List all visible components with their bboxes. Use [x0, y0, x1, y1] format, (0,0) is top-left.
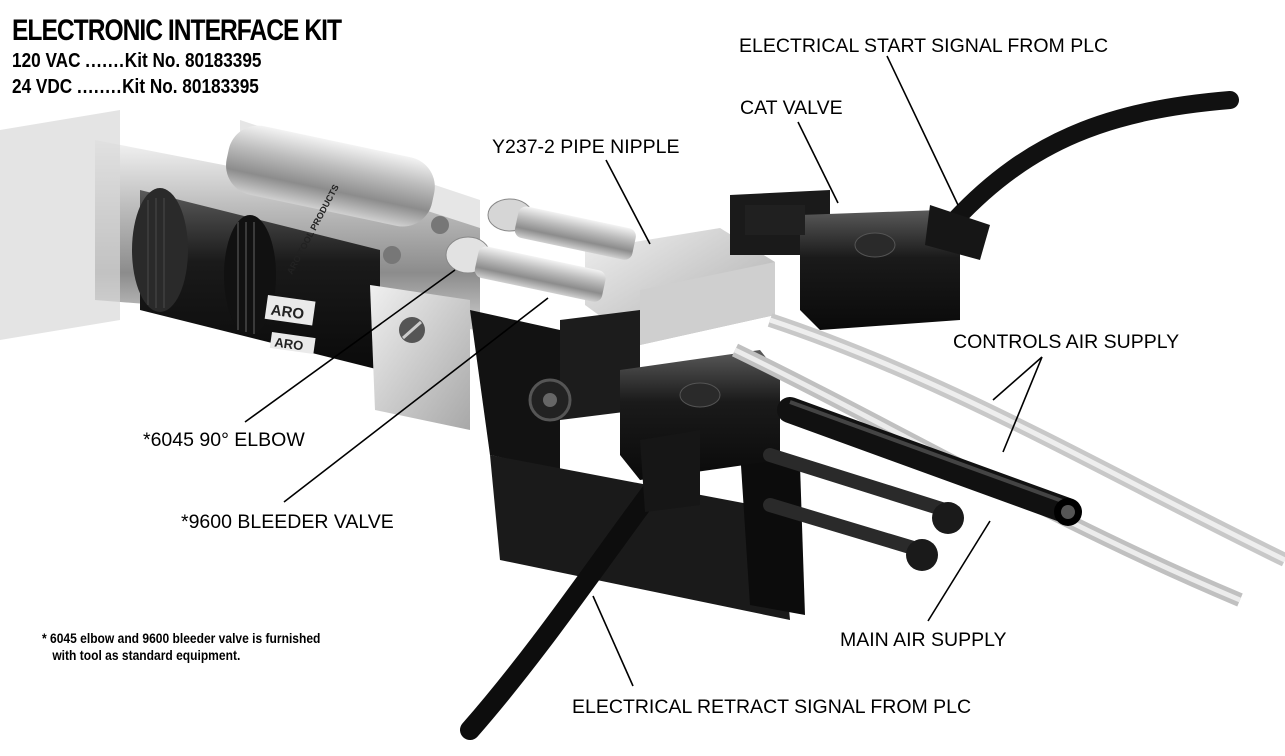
- callout-bleeder: *9600 BLEEDER VALVE: [181, 511, 394, 533]
- callout-cat-valve: CAT VALVE: [740, 97, 843, 119]
- kit-voltage: 24 VDC: [12, 76, 73, 98]
- air-hoses: [731, 313, 1285, 607]
- callout-controls-air: CONTROLS AIR SUPPLY: [953, 331, 1180, 353]
- title-block: ELECTRONIC INTERFACE KIT 120 VAC .......…: [12, 14, 413, 100]
- fittings: [383, 198, 636, 302]
- callout-pipe-nipple: Y237-2 PIPE NIPPLE: [492, 136, 680, 158]
- callout-elbow: *6045 90° ELBOW: [143, 429, 305, 451]
- footnote: * 6045 elbow and 9600 bleeder valve is f…: [42, 630, 320, 664]
- callout-start-signal: ELECTRICAL START SIGNAL FROM PLC: [739, 35, 1109, 57]
- cat-valve-solenoid: [730, 190, 960, 330]
- kit-line-120vac: 120 VAC .......Kit No. 80183395: [12, 48, 357, 74]
- kit-number: Kit No. 80183395: [124, 50, 262, 72]
- kit-dots: ........: [77, 76, 123, 98]
- diagram-title: ELECTRONIC INTERFACE KIT: [12, 14, 342, 47]
- kit-number: Kit No. 80183395: [122, 76, 259, 98]
- kit-line-24vdc: 24 VDC ........Kit No. 80183395: [12, 74, 357, 100]
- kit-voltage: 120 VAC: [12, 50, 81, 72]
- kit-dots: .......: [85, 50, 125, 72]
- footnote-line-2: with tool as standard equipment.: [52, 647, 241, 663]
- footnote-line-1: * 6045 elbow and 9600 bleeder valve is f…: [42, 630, 321, 646]
- callout-retract-signal: ELECTRICAL RETRACT SIGNAL FROM PLC: [572, 696, 972, 718]
- callout-main-air: MAIN AIR SUPPLY: [840, 629, 1007, 651]
- aro-label-lower: ARO: [274, 335, 305, 354]
- electrical-cables: [460, 91, 1239, 740]
